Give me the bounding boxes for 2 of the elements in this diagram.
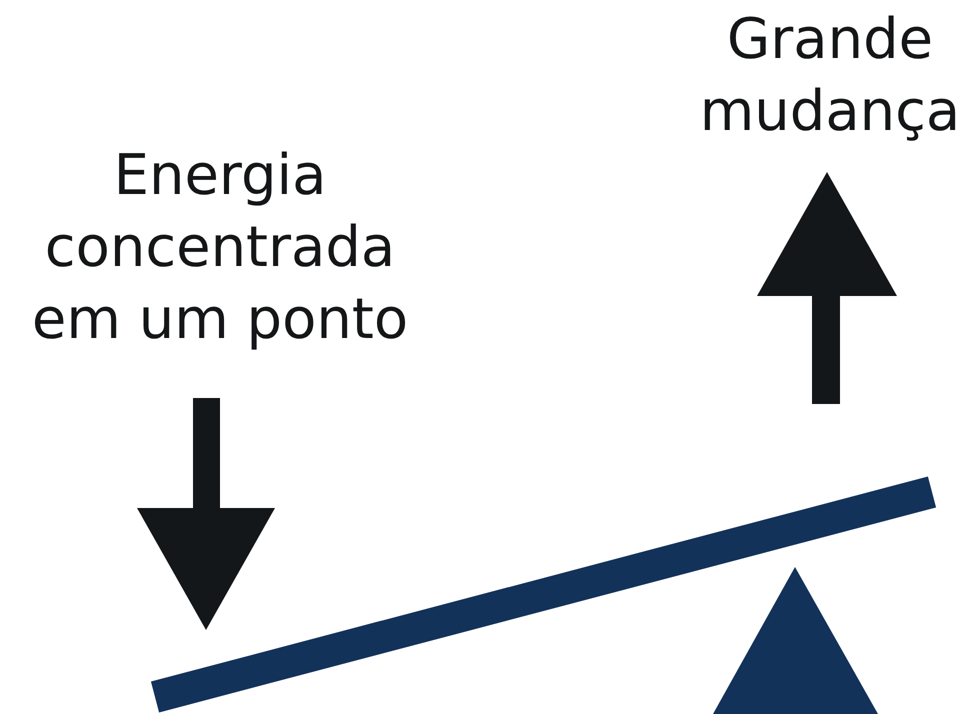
caption-text: Energia concentrada em um ponto bbox=[30, 142, 410, 354]
caption-text: Grande mudança bbox=[698, 6, 962, 146]
